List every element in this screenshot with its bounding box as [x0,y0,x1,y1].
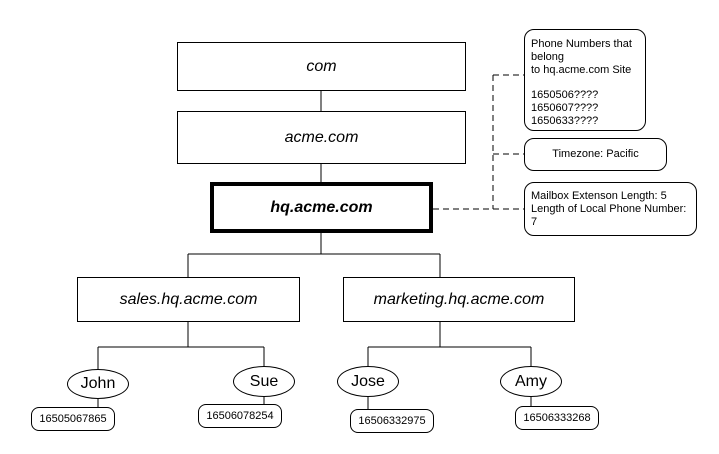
domain-label: sales.hq.acme.com [119,290,258,308]
domain-label: com [306,57,337,75]
callout-title-line: to hq.acme.com Site [531,64,632,76]
user-name: Amy [515,372,547,390]
local-phone-length-text: Length of Local Phone Number: 7 [531,202,687,228]
user-oval-amy: Amy [500,366,562,397]
user-name: John [80,375,116,392]
phone-number: 16505067865 [39,413,107,425]
phone-prefix: 1650506???? [531,89,599,101]
phone-box-jose: 16506332975 [350,409,434,433]
user-oval-jose: Jose [337,366,399,397]
user-oval-john: John [67,369,129,399]
mailbox-extension-text: Mailbox Extenson Length: 5 [531,189,667,202]
timezone-callout: Timezone: Pacific [524,138,667,171]
mailbox-callout: Mailbox Extenson Length: 5 Length of Loc… [524,182,697,236]
phone-number: 16506332975 [358,415,426,427]
phone-prefix: 1650607???? [531,102,599,114]
domain-label: acme.com [284,128,359,146]
phone-prefix: 1650633???? [531,115,599,127]
phone-number: 16506333268 [523,412,591,424]
domain-node-hq: hq.acme.com [210,182,433,233]
phone-box-sue: 16506078254 [198,404,282,428]
phone-number: 16506078254 [206,410,274,422]
domain-label: hq.acme.com [270,198,373,216]
user-oval-sue: Sue [233,366,295,397]
domain-node-com: com [177,42,466,91]
domain-label: marketing.hq.acme.com [373,290,545,308]
phone-box-john: 16505067865 [31,407,115,431]
domain-node-acme: acme.com [177,111,466,164]
user-name: Sue [249,372,279,390]
callout-title-line: Phone Numbers that belong [531,38,632,63]
domain-node-sales: sales.hq.acme.com [77,277,300,322]
phone-box-amy: 16506333268 [515,406,599,430]
timezone-text: Timezone: Pacific [552,148,639,160]
domain-node-marketing: marketing.hq.acme.com [343,277,575,322]
user-name: Jose [351,372,385,390]
phone-numbers-callout: Phone Numbers that belong to hq.acme.com… [524,29,646,131]
